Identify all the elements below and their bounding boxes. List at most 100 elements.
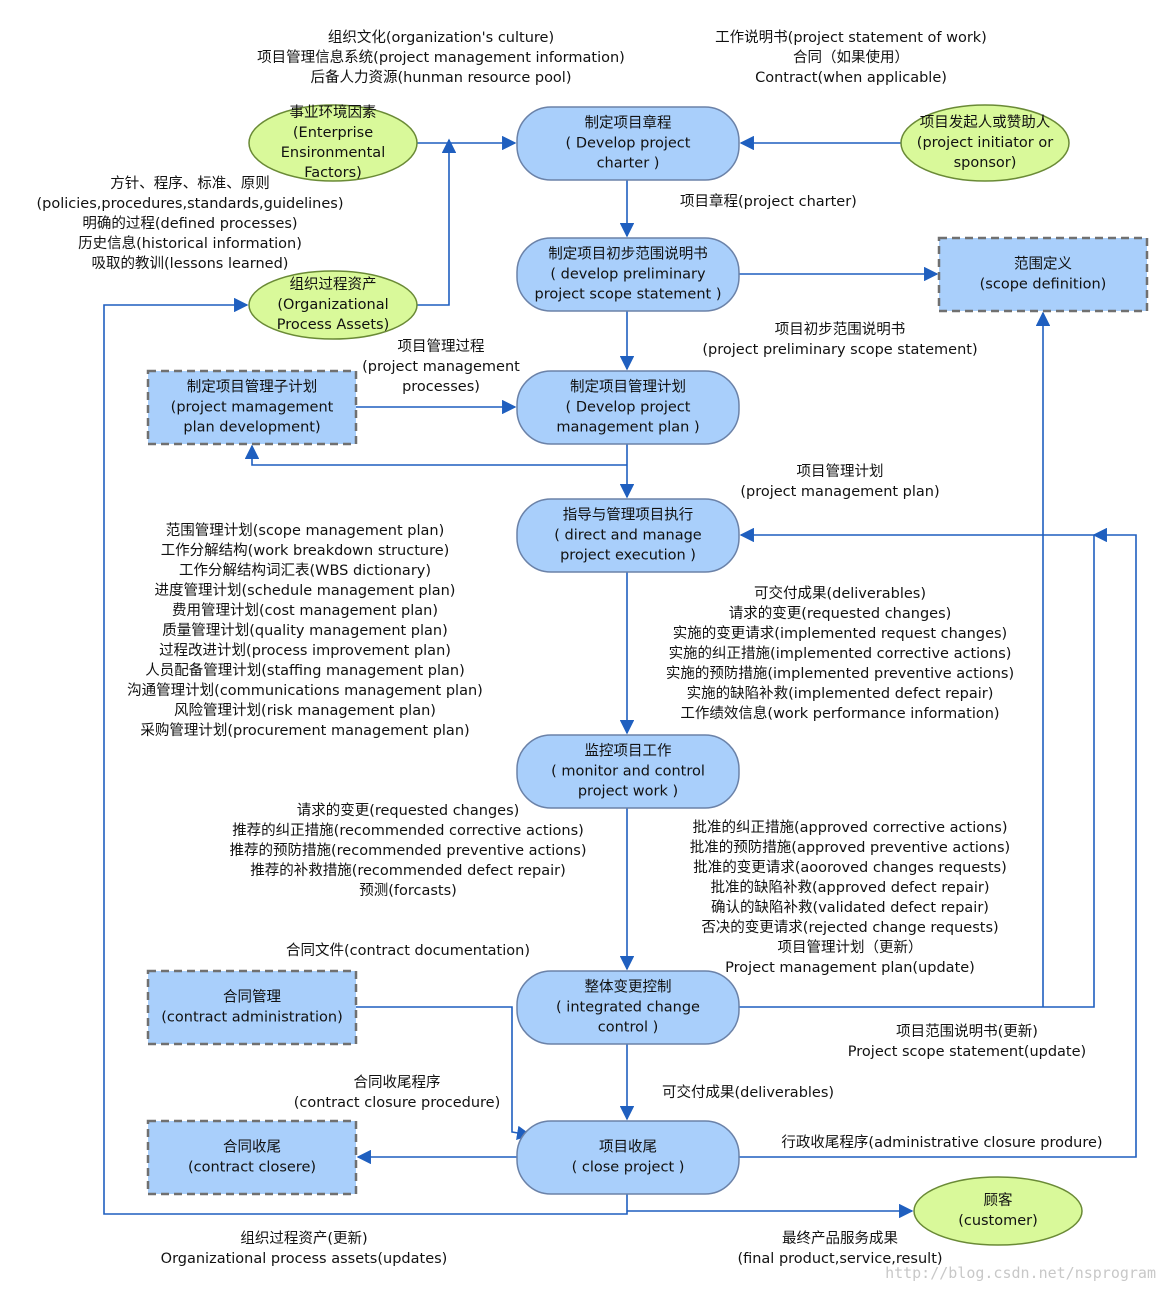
process-node-pm-plan: 制定项目管理计划 ( Develop project management plan…: [516, 370, 740, 445]
process-node-label-line: project execution ): [560, 548, 696, 564]
edge-label-line: 推荐的预防措施(recommended preventive actions): [230, 842, 587, 859]
process-node-direct-execution: 指导与管理项目执行 ( direct and manage project exec…: [516, 498, 740, 573]
diagram-nodes: 制定项目章程 ( Develop project charter ) 制定项目初步范围…: [146, 103, 1149, 1246]
edge-label-line: 工作分解结构词汇表(WBS dictionary): [179, 562, 431, 579]
edge-label-line: 批准的变更请求(aoo​roved changes requests): [693, 859, 1006, 876]
edge-label-line: (final product,service,result): [737, 1251, 942, 1267]
external-node-label-line: Process Assets): [277, 317, 389, 333]
process-node-label-line: 指导与管理项目执行: [563, 507, 694, 524]
edge-label-line: 可交付成果(deliverables): [754, 584, 926, 602]
related-process-label-line: plan development): [183, 420, 320, 436]
process-node-label-line: ( Develop project: [566, 400, 691, 416]
watermark-text: http://blog.csdn.net/nsprogram: [885, 1264, 1156, 1282]
edge-label-line: 最终产品服务成果: [782, 1230, 898, 1247]
edge-label-line: 推荐的补救措施(recommended defect repair): [250, 862, 566, 879]
edge-label-closure-procedure: 合同收尾程序 (contract closure procedure): [294, 1074, 501, 1111]
edge-label-line: 预测(forcasts): [359, 882, 457, 899]
edge-label-line: 项目初步范围说明书: [775, 321, 906, 338]
arrow-close-admin: [739, 527, 1137, 1158]
edge-label-line: (policies,procedures,standards,guideline…: [36, 196, 343, 212]
edge-label-execution-out: 可交付成果(deliverables) 请求的变更(requested chang…: [666, 584, 1014, 722]
process-node-develop-charter: 制定项目章程 ( Develop project charter ): [516, 106, 740, 181]
edge-label-line: 工作绩效信息(work performance information): [680, 705, 999, 722]
edge-labels: 组织文化(organization's culture)项目管理信息系统(pro…: [36, 29, 1102, 1267]
process-node-label-line: ( integrated change: [556, 1000, 700, 1016]
edge-label-line: 批准的预防措施(approved preventive actions): [690, 839, 1010, 856]
edge-label-line: 进度管理计划(schedule management plan): [155, 582, 456, 599]
edge-label-line: Contract(when applicable): [755, 70, 947, 86]
edge-label-line: 项目范围说明书(更新): [896, 1023, 1038, 1040]
edge-label-line: (project management plan): [740, 484, 939, 500]
related-process-label-line: (contract closere): [188, 1160, 316, 1176]
edge-label-line: 方针、程序、标准、原则: [110, 175, 270, 192]
process-node-label-line: 制定项目章程: [585, 114, 672, 132]
arrow-change-to-execution: [739, 527, 1095, 1008]
process-node-label-line: charter ): [597, 156, 660, 172]
external-node-customer: 顾客(customer): [913, 1176, 1083, 1246]
process-node-label-line: ( monitor and control: [551, 764, 705, 780]
edge-label-line: 实施的变更请求(implemented request changes): [673, 625, 1007, 642]
process-node-close-project: 项目收尾 ( close project ): [516, 1120, 740, 1195]
edge-label-line: Organizational process assets(updates): [161, 1251, 448, 1267]
connector-arrows: [103, 135, 1137, 1219]
edge-label-line: 实施的缺陷补救(implemented defect repair): [687, 685, 994, 702]
external-node-label-line: Ensironmental: [281, 145, 385, 161]
edge-label-line: processes): [402, 379, 480, 395]
edge-label-prelim-scope-out: 项目初步范围说明书(project preliminary scope stat…: [702, 321, 977, 358]
edge-label-line: 后备人力资源(hunman resource pool): [311, 69, 572, 86]
edge-label-monitor-out: 请求的变更(requested changes)推荐的纠正措施(recommen…: [230, 802, 587, 899]
edge-label-line: 批准的缺陷补救(approved defect repair): [711, 879, 990, 896]
edge-label-line: 项目管理计划: [797, 463, 884, 480]
edge-label-line: 请求的变更(requested changes): [729, 605, 952, 622]
process-node-label-line: ( Develop project: [566, 136, 691, 152]
process-node-label-line: 制定项目管理计划: [570, 379, 686, 396]
edge-label-line: 范围管理计划(scope management plan): [166, 522, 445, 539]
edge-label-line: 吸取的教训(lessons learned): [92, 255, 289, 272]
edge-label-line: 人员配备管理计划(staffing management plan): [145, 662, 465, 679]
edge-label-line: 合同（如果使用）: [793, 49, 909, 66]
edge-label-opa-updates: 组织过程资产(更新) Organizational process assets(…: [161, 1230, 448, 1267]
edge-label-line: (project management: [362, 359, 520, 375]
process-node-label-line: 监控项目工作: [585, 743, 672, 760]
related-process-label-line: (contract administration): [161, 1010, 342, 1026]
external-node-label-line: 项目发起人或赞助人: [920, 114, 1051, 131]
related-process-contract-closure: 合同收尾 (contract closere): [146, 1119, 358, 1196]
edge-label-line: 合同收尾程序: [354, 1074, 441, 1091]
process-node-label-line: project work ): [578, 784, 678, 800]
process-node-label-line: ( direct and manage: [554, 528, 702, 544]
edge-label-line: 项目管理过程: [398, 338, 485, 355]
edge-label-line: 请求的变更(requested changes): [297, 802, 520, 819]
edge-label-line: 工作说明书(project statement of work): [715, 29, 987, 46]
edge-label-line: 行政收尾程序(administrative closure produre): [781, 1134, 1102, 1151]
edge-label-line: 组织文化(organization's culture): [328, 29, 554, 46]
external-node-label-line: sponsor): [954, 155, 1017, 171]
process-node-label-line: management plan ): [556, 420, 699, 436]
edge-label-line: Project management plan(update): [725, 960, 975, 976]
edge-label-deliverables: 可交付成果(deliverables): [662, 1083, 834, 1101]
process-node-label-line: 项目收尾: [599, 1139, 657, 1156]
process-node-label-line: ( close project ): [572, 1160, 685, 1176]
related-process-label-line: 制定项目管理子计划: [187, 379, 318, 396]
process-node-label-line: 制定项目初步范围说明书: [548, 246, 708, 263]
edge-label-scope-update: 项目范围说明书(更新)Project scope statement(updat…: [848, 1023, 1086, 1060]
related-process-label-line: 合同收尾: [223, 1139, 281, 1156]
external-node-label-line: 组织过程资产: [290, 276, 377, 293]
edge-label-line: (contract closure procedure): [294, 1095, 501, 1111]
arrow-contract-admin-to-close: [356, 1006, 532, 1140]
process-node-label-line: 整体变更控制: [585, 979, 672, 996]
external-node-label-line: (Organizational: [277, 297, 388, 313]
edge-label-line: 沟通管理计划(communications management plan): [127, 682, 483, 699]
edge-label-line: 工作分解结构(work breakdown structure): [161, 542, 450, 559]
edge-label-sow-inputs: 工作说明书(project statement of work) 合同（如果使用）…: [715, 29, 987, 86]
edge-label-line: 明确的过程(defined processes): [82, 215, 297, 232]
edge-label-opa-inputs: 方针、程序、标准、原则 (policies,procedures,standard…: [36, 175, 343, 272]
edge-label-line: 组织过程资产(更新): [240, 1230, 367, 1247]
edge-label-line: 合同文件(contract documentation): [286, 942, 530, 959]
external-node-label-line: (Enterprise: [293, 125, 373, 141]
process-node-monitor-control: 监控项目工作 ( monitor and control project work …: [516, 734, 740, 809]
arrow-to-subplan: [244, 444, 627, 466]
edge-label-line: 质量管理计划(quality management plan): [162, 622, 448, 639]
